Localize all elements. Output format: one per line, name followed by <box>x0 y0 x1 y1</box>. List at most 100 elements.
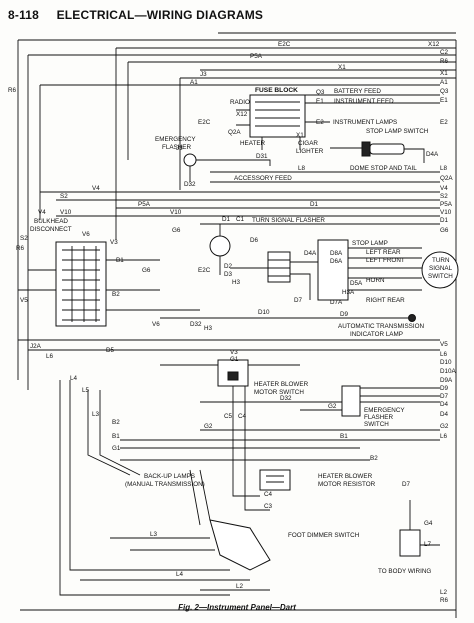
bulkhead-pins <box>62 246 100 322</box>
wire-label: X1 <box>440 70 448 77</box>
label-turn-switch-3: SWITCH <box>428 273 453 280</box>
wire-label: P5A <box>250 53 263 60</box>
label-flasher-switch-2: FLASHER <box>364 414 393 421</box>
indicator-lamp <box>408 314 416 322</box>
wire-label: Q2A <box>228 129 241 136</box>
label-blower-switch-2: MOTOR SWITCH <box>254 389 304 396</box>
wire-label: H3A <box>342 289 355 296</box>
label-blower-switch-1: HEATER BLOWER <box>254 381 309 388</box>
wire-label: H3 <box>232 279 241 286</box>
label-flasher-switch-1: EMERGENCY <box>364 407 405 414</box>
wire-label: R6 <box>440 58 449 65</box>
wire-label: V5 <box>20 297 28 304</box>
wire-label: D1 <box>310 201 319 208</box>
label-horn: HORN <box>366 277 385 284</box>
label-emergency-flasher-2: FLASHER <box>162 144 191 151</box>
body-wiring-leads <box>409 500 440 546</box>
bulkhead-wires <box>18 259 200 311</box>
blower-motor-resistor <box>259 469 291 491</box>
label-flasher-switch-3: SWITCH <box>364 421 389 428</box>
heater-blower-switch-knob <box>227 371 239 381</box>
wire-label: C3 <box>264 503 273 510</box>
wire-label: E1 <box>440 97 448 104</box>
wire-label: V4 <box>92 185 100 192</box>
harness-p5a <box>127 61 456 160</box>
wire-label: A1 <box>190 79 198 86</box>
wire-label: X1 <box>338 64 346 71</box>
label-cigar-2: LIGHTER <box>296 148 324 155</box>
wire-label: G1 <box>230 356 239 363</box>
label-backup-1: BACK-UP LAMPS <box>144 473 195 480</box>
wire-label: D31 <box>256 153 268 160</box>
label-fuse-block: FUSE BLOCK <box>255 87 298 94</box>
wire-label: D4 <box>440 411 449 418</box>
fuse-block <box>249 94 306 138</box>
connector-pins <box>268 259 290 277</box>
label-dome-stop-tail: DOME STOP AND TAIL <box>350 165 417 172</box>
wire-label: D4A <box>304 250 317 257</box>
wire-label: G6 <box>440 227 449 234</box>
wire-label: L6 <box>46 353 54 360</box>
wire-label: D32 <box>280 395 292 402</box>
wire-label: D9A <box>440 377 453 384</box>
wire-label: D32 <box>184 181 196 188</box>
wire-label: B2 <box>112 291 120 298</box>
wire-label: S2 <box>60 193 68 200</box>
body-wiring-connector <box>399 529 421 557</box>
wire-label: G2 <box>204 423 213 430</box>
wire-label: D1 <box>440 217 449 224</box>
wire-label: G4 <box>424 520 433 527</box>
wire-label: D8A <box>330 250 343 257</box>
dimmer-wires <box>80 537 270 591</box>
d31-wire <box>240 159 271 166</box>
wire-label: V3 <box>230 349 238 356</box>
page-header: 8-118 ELECTRICAL—WIRING DIAGRAMS <box>8 8 263 22</box>
label-resistor-1: HEATER BLOWER <box>318 473 373 480</box>
harness-r6 <box>27 54 456 390</box>
wire-label: X1 <box>296 132 304 139</box>
wire-label: V10 <box>170 209 182 216</box>
multi-connector <box>267 251 291 283</box>
wire-label: S2 <box>440 193 448 200</box>
label-turn-switch-2: SIGNAL <box>429 265 453 272</box>
label-emergency-flasher-1: EMERGENCY <box>155 136 196 143</box>
wire-label: D5 <box>106 347 115 354</box>
label-stop-lamp: STOP LAMP <box>352 240 388 247</box>
wire-label: R6 <box>440 597 449 604</box>
wire-label: J2A <box>30 343 42 350</box>
wire-label: L6 <box>440 433 448 440</box>
emergency-flasher <box>183 153 197 167</box>
bulkhead-disconnect <box>55 241 107 327</box>
label-backup-2: (MANUAL TRANSMISSION) <box>125 481 205 488</box>
wire-label: R6 <box>8 87 17 94</box>
fuse-feeds <box>305 94 440 104</box>
wire-label: D6 <box>250 237 259 244</box>
wire-label: Q2A <box>440 175 453 182</box>
label-left-front: LEFT FRONT <box>366 257 405 264</box>
wire-label: C1 <box>236 216 245 223</box>
wire-label: Q3 <box>440 88 449 95</box>
wire-label: H3 <box>204 325 213 332</box>
wire-label: L5 <box>82 387 90 394</box>
wire-label: C5 <box>224 413 233 420</box>
wire-label: E2 <box>440 119 448 126</box>
left-harness-l <box>59 380 230 596</box>
flasher-switch-leads <box>300 387 440 411</box>
wire-label: B2 <box>112 419 120 426</box>
label-stop-lamp-switch: STOP LAMP SWITCH <box>366 128 429 135</box>
wire-label: S2 <box>20 235 28 242</box>
turn-signal-connector <box>317 239 349 301</box>
wire-label: D7 <box>440 393 449 400</box>
wire-label: B1 <box>112 433 120 440</box>
wire-label: L4 <box>176 571 184 578</box>
label-instrument-lamps: INSTRUMENT LAMPS <box>333 119 397 126</box>
wire-label: V10 <box>60 209 72 216</box>
wire-label: D9 <box>440 385 449 392</box>
wire-label: V4 <box>38 209 46 216</box>
wire-label: L4 <box>70 375 78 382</box>
wire-label: B2 <box>370 455 378 462</box>
blower-switch-leads <box>160 364 300 420</box>
wire-label: E1 <box>316 98 324 105</box>
wire-label: D7 <box>294 297 303 304</box>
wire-label: D4 <box>440 401 449 408</box>
